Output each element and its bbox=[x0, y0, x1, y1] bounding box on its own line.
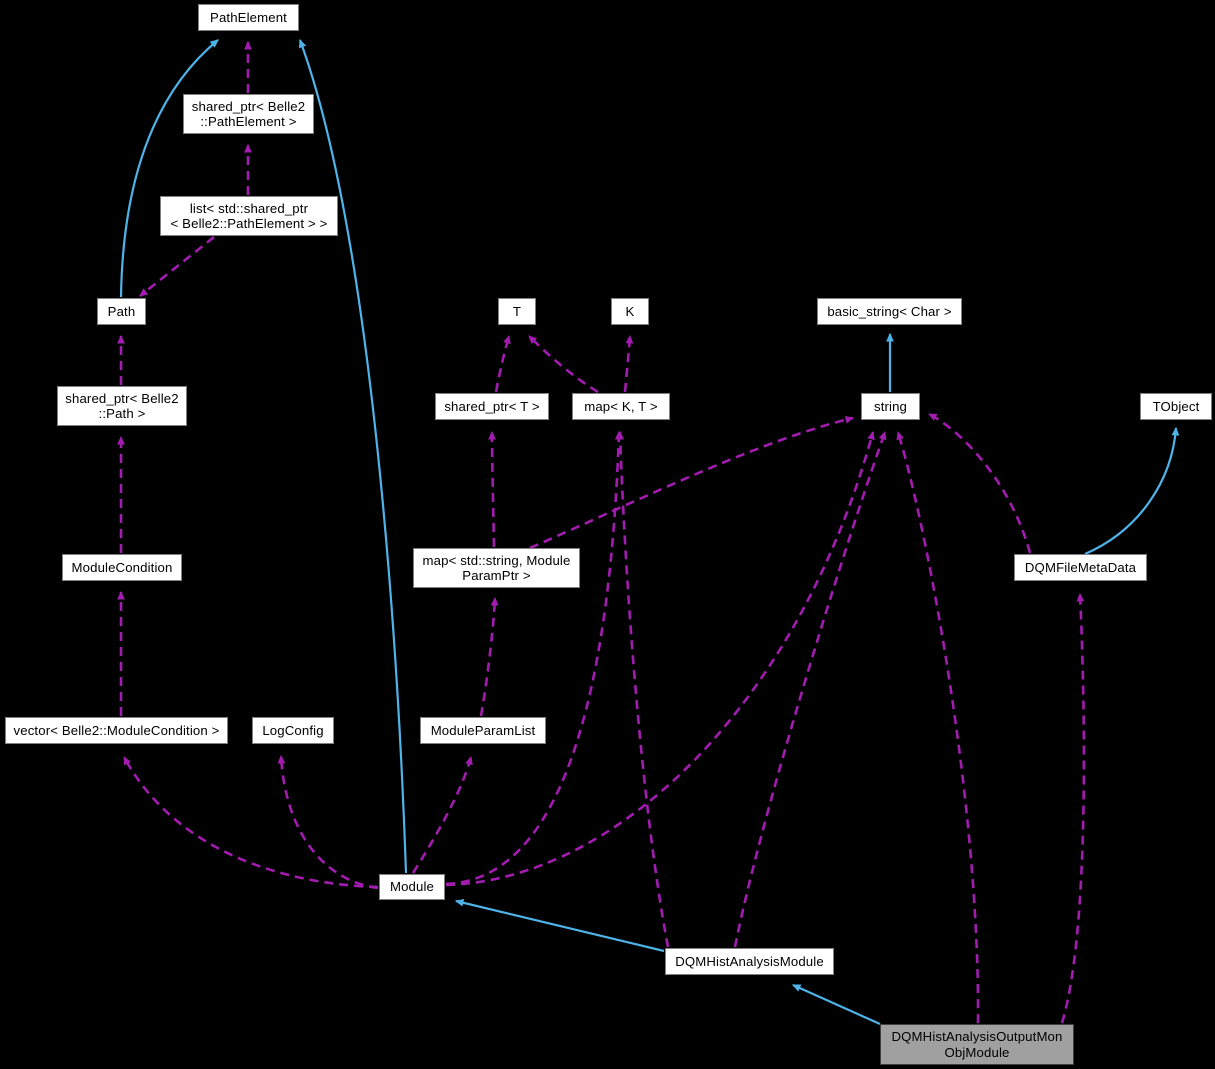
class-node-label: shared_ptr< Belle2 ::PathElement > bbox=[191, 98, 306, 130]
class-node-string[interactable]: string bbox=[861, 393, 920, 420]
class-node-shared-ptr-path[interactable]: shared_ptr< Belle2 ::Path > bbox=[57, 386, 187, 426]
class-node-shared-ptr-pathelement[interactable]: shared_ptr< Belle2 ::PathElement > bbox=[183, 94, 314, 134]
class-node-vector-modulecondition[interactable]: vector< Belle2::ModuleCondition > bbox=[5, 717, 228, 744]
class-node-basic-string-char[interactable]: basic_string< Char > bbox=[817, 298, 962, 325]
class-node-k[interactable]: K bbox=[611, 298, 649, 325]
class-node-list-shared-ptr-pathelement[interactable]: list< std::shared_ptr < Belle2::PathElem… bbox=[160, 196, 338, 236]
class-node-label: shared_ptr< T > bbox=[444, 398, 540, 414]
class-node-label: list< std::shared_ptr < Belle2::PathElem… bbox=[170, 200, 328, 232]
class-node-tobject[interactable]: TObject bbox=[1140, 393, 1212, 420]
class-node-label: ModuleParamList bbox=[430, 722, 536, 738]
class-node-label: TObject bbox=[1152, 398, 1200, 414]
class-node-modulecondition[interactable]: ModuleCondition bbox=[62, 554, 182, 581]
usage-edges bbox=[117, 40, 1086, 1024]
class-node-pathelement[interactable]: PathElement bbox=[198, 4, 299, 31]
class-node-dqmfilemetadata[interactable]: DQMFileMetaData bbox=[1014, 554, 1147, 581]
class-node-module[interactable]: Module bbox=[379, 874, 445, 900]
class-node-path[interactable]: Path bbox=[97, 298, 146, 325]
class-node-label: basic_string< Char > bbox=[827, 303, 952, 319]
class-node-label: ModuleCondition bbox=[71, 559, 173, 575]
class-node-map-string-moduleparamptr[interactable]: map< std::string, Module ParamPtr > bbox=[413, 548, 580, 588]
class-node-label: vector< Belle2::ModuleCondition > bbox=[13, 722, 220, 738]
class-node-dqmhistanalysisoutputmonobjmodule[interactable]: DQMHistAnalysisOutputMon ObjModule bbox=[880, 1024, 1074, 1065]
class-node-label: T bbox=[512, 303, 522, 319]
class-node-logconfig[interactable]: LogConfig bbox=[252, 717, 334, 744]
class-node-label: Module bbox=[389, 879, 435, 895]
class-node-label: K bbox=[625, 303, 635, 319]
class-node-map-k-t[interactable]: map< K, T > bbox=[572, 393, 670, 420]
class-node-label: DQMHistAnalysisModule bbox=[675, 953, 824, 969]
class-node-label: string bbox=[873, 398, 908, 414]
class-node-label: PathElement bbox=[210, 9, 287, 25]
class-node-shared-ptr-t[interactable]: shared_ptr< T > bbox=[435, 393, 549, 420]
class-node-label: DQMHistAnalysisOutputMon ObjModule bbox=[891, 1029, 1063, 1060]
class-node-t[interactable]: T bbox=[498, 298, 536, 325]
class-node-label: map< K, T > bbox=[584, 398, 658, 414]
class-node-label: Path bbox=[107, 303, 136, 319]
class-node-moduleparamlist[interactable]: ModuleParamList bbox=[420, 717, 546, 744]
class-node-label: LogConfig bbox=[262, 722, 324, 738]
class-node-label: map< std::string, Module ParamPtr > bbox=[422, 552, 571, 584]
class-node-label: shared_ptr< Belle2 ::Path > bbox=[65, 390, 179, 422]
class-node-label: DQMFileMetaData bbox=[1024, 559, 1137, 575]
inheritance-edges bbox=[119, 38, 1180, 1026]
class-node-dqmhistanalysismodule[interactable]: DQMHistAnalysisModule bbox=[665, 948, 834, 975]
